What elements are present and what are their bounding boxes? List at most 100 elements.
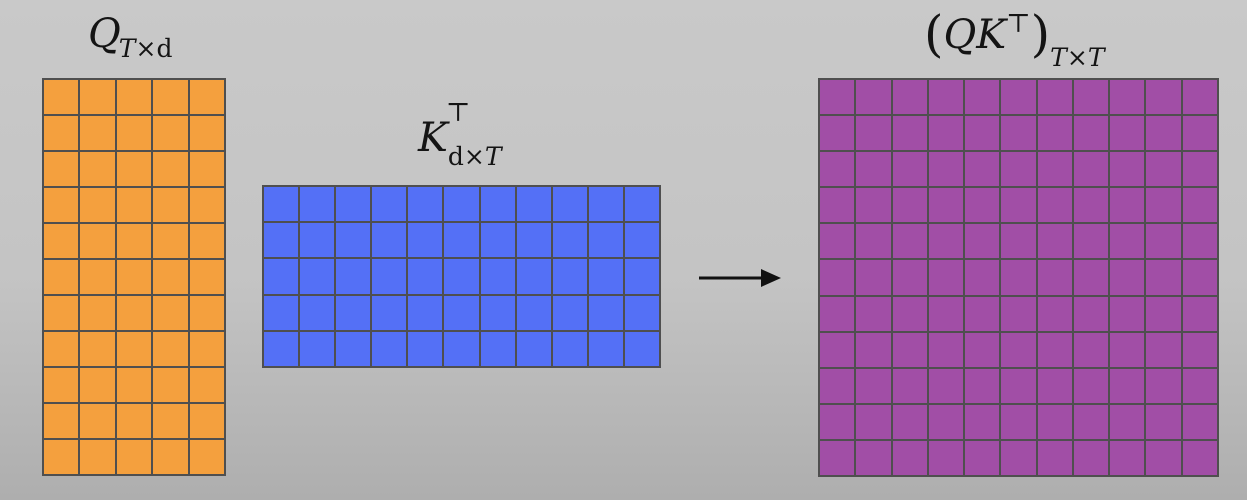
matrix-cell: [264, 331, 299, 366]
matrix-cell: [552, 259, 587, 294]
matrix-cell: [516, 331, 551, 366]
matrix-cell: [372, 331, 407, 366]
matrix-cell: [965, 188, 1000, 223]
matrix-cell: [264, 223, 299, 258]
matrix-cell: [965, 116, 1000, 151]
matrix-cell: [153, 116, 188, 150]
matrix-cell: [1146, 404, 1181, 439]
matrix-q: [42, 78, 226, 476]
matrix-cell: [264, 295, 299, 330]
matrix-cell: [928, 188, 964, 223]
matrix-cell: [820, 224, 855, 259]
label-k-transpose-mark: ⊤: [446, 98, 471, 128]
matrix-cell: [189, 332, 224, 366]
matrix-cell: [965, 332, 1000, 367]
matrix-cell: [1110, 224, 1145, 259]
matrix-cell: [1182, 440, 1217, 475]
matrix-cell: [1073, 296, 1109, 331]
matrix-cell: [892, 368, 927, 403]
matrix-cell: [44, 260, 79, 294]
label-qk-transpose-mark: ⊤: [1006, 9, 1031, 39]
matrix-cell: [116, 440, 152, 474]
matrix-cell: [44, 368, 79, 402]
matrix-cell: [116, 152, 152, 186]
matrix-cell: [300, 223, 335, 258]
matrix-cell: [965, 260, 1000, 295]
matrix-cell: [80, 368, 115, 402]
matrix-cell: [80, 152, 115, 186]
label-q-sub-times: ×: [135, 34, 157, 63]
matrix-cell: [372, 295, 407, 330]
matrix-cell: [189, 260, 224, 294]
matrix-cell: [928, 368, 964, 403]
matrix-cell: [892, 404, 927, 439]
matrix-cell: [1001, 188, 1036, 223]
matrix-cell: [116, 116, 152, 150]
matrix-cell: [1001, 80, 1036, 115]
matrix-cell: [336, 223, 371, 258]
matrix-cell: [1001, 152, 1036, 187]
label-k-sub-times: ×: [463, 142, 485, 171]
matrix-cell: [1146, 332, 1181, 367]
label-q-sub-rows: T: [118, 34, 136, 63]
matrix-cell: [1110, 404, 1145, 439]
matrix-cell: [1001, 368, 1036, 403]
matrix-cell: [44, 440, 79, 474]
matrix-cell: [44, 404, 79, 438]
matrix-cell: [444, 187, 479, 222]
matrix-cell: [44, 116, 79, 150]
matrix-cell: [820, 260, 855, 295]
matrix-cell: [892, 260, 927, 295]
label-q-subscript: T×d: [119, 34, 173, 63]
matrix-k-transpose: [262, 185, 661, 368]
matrix-cell: [1110, 260, 1145, 295]
matrix-cell: [1110, 188, 1145, 223]
matrix-cell: [1182, 152, 1217, 187]
matrix-cell: [80, 332, 115, 366]
matrix-cell: [189, 224, 224, 258]
matrix-cell: [516, 187, 551, 222]
matrix-cell: [44, 152, 79, 186]
matrix-cell: [1073, 368, 1109, 403]
matrix-cell: [189, 368, 224, 402]
matrix-cell: [1073, 404, 1109, 439]
matrix-cell: [336, 331, 371, 366]
label-qk-close-paren: ): [1030, 5, 1051, 63]
matrix-cell: [820, 332, 855, 367]
matrix-cell: [444, 331, 479, 366]
matrix-cell: [80, 80, 115, 114]
matrix-cell: [116, 188, 152, 222]
matrix-cell: [1037, 296, 1072, 331]
matrix-cell: [444, 223, 479, 258]
matrix-cell: [153, 188, 188, 222]
matrix-cell: [480, 259, 515, 294]
label-qk-product: (QK⊤)T×T: [924, 6, 1105, 70]
matrix-cell: [856, 260, 891, 295]
matrix-cell: [892, 116, 927, 151]
matrix-cell: [189, 404, 224, 438]
matrix-cell: [928, 440, 964, 475]
matrix-cell: [189, 80, 224, 114]
matrix-cell: [480, 295, 515, 330]
matrix-cell: [588, 331, 623, 366]
matrix-cell: [1001, 296, 1036, 331]
matrix-cell: [189, 152, 224, 186]
matrix-cell: [965, 224, 1000, 259]
label-qk-main: QK: [943, 12, 1007, 58]
matrix-cell: [1182, 368, 1217, 403]
matrix-cell: [624, 187, 659, 222]
matrix-cell: [1110, 80, 1145, 115]
matrix-cell: [153, 260, 188, 294]
matrix-cell: [588, 223, 623, 258]
matrix-cell: [516, 223, 551, 258]
matrix-cell: [300, 331, 335, 366]
label-q-matrix: QT×d: [88, 14, 174, 61]
matrix-cell: [1073, 332, 1109, 367]
right-arrow-icon: [699, 269, 781, 287]
label-k-sub-rows: d: [447, 142, 464, 171]
matrix-cell: [928, 224, 964, 259]
matrix-cell: [820, 80, 855, 115]
matrix-cell: [44, 80, 79, 114]
matrix-cell: [1037, 404, 1072, 439]
matrix-cell: [300, 187, 335, 222]
